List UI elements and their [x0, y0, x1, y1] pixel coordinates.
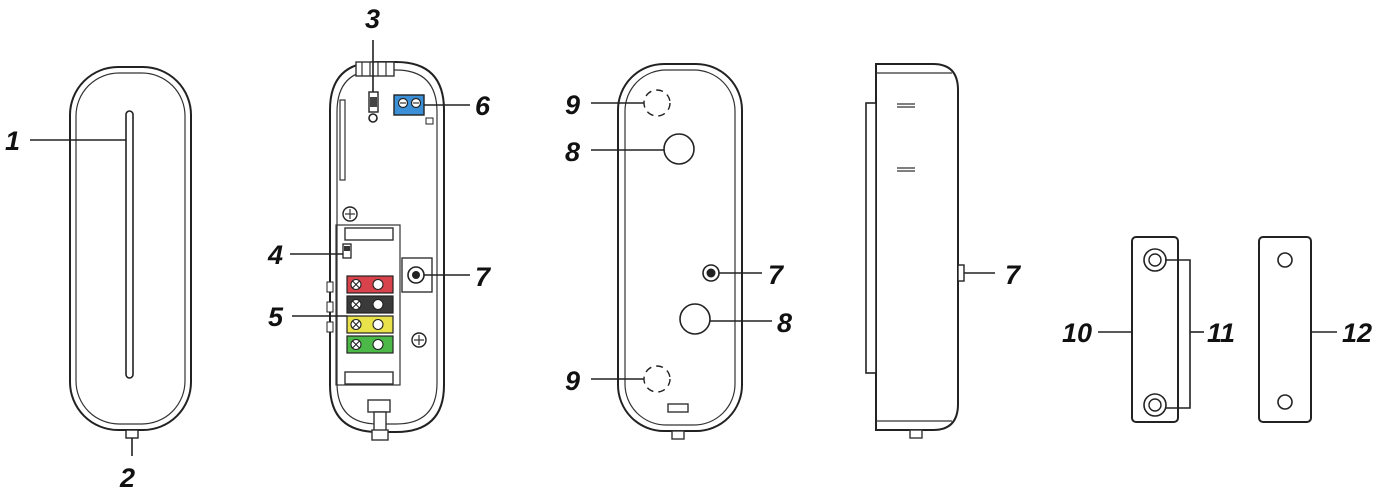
- interior-view: 3 6 4: [267, 4, 492, 441]
- side-view: 7: [865, 63, 1022, 439]
- colored-terminal-strip: [346, 275, 394, 354]
- callout-7-back: 7: [768, 260, 785, 290]
- callout-8-top: 8: [565, 137, 580, 167]
- module-bay: [335, 224, 401, 386]
- callout-12: 12: [1342, 318, 1372, 348]
- magnet-housing: [1131, 236, 1179, 423]
- mounting-hole-bottom: [679, 303, 711, 335]
- callout-10: 10: [1062, 318, 1092, 348]
- callout-5: 5: [268, 302, 284, 332]
- back-housing: [617, 63, 743, 432]
- magnet-cover: [1258, 236, 1312, 423]
- callout-7-interior: 7: [475, 262, 492, 292]
- magnet-view: 10 11: [1062, 236, 1235, 423]
- top-clip: [355, 61, 395, 77]
- magnet-cover-view: 12: [1258, 236, 1372, 423]
- front-light-slot: [125, 110, 134, 379]
- mounting-hole-top: [663, 133, 695, 165]
- antenna-wire: [339, 99, 346, 181]
- callout-4: 4: [267, 240, 283, 270]
- callout-11: 11: [1207, 318, 1235, 348]
- back-housing-inner-edge: [624, 69, 736, 426]
- front-view: 1 2: [5, 66, 192, 493]
- back-view: 9 8 7 8 9: [565, 63, 792, 440]
- side-tamper: [957, 264, 965, 282]
- cover-hole-top: [1277, 252, 1293, 268]
- callout-7-side: 7: [1005, 260, 1022, 290]
- callout-9-top: 9: [565, 90, 580, 120]
- front-bottom-tab: [125, 429, 139, 439]
- leader-bracket-11: [1165, 259, 1191, 409]
- cover-hole-bottom: [1277, 394, 1293, 410]
- callout-9-bottom: 9: [565, 366, 580, 396]
- side-housing: [875, 63, 959, 431]
- callout-3: 3: [365, 4, 380, 34]
- side-front-lip: [865, 102, 877, 374]
- callout-8-bottom: 8: [777, 308, 792, 338]
- front-housing-inner-edge: [75, 72, 186, 425]
- callout-2: 2: [119, 463, 135, 493]
- callout-1: 1: [5, 126, 20, 156]
- callout-6: 6: [475, 91, 491, 121]
